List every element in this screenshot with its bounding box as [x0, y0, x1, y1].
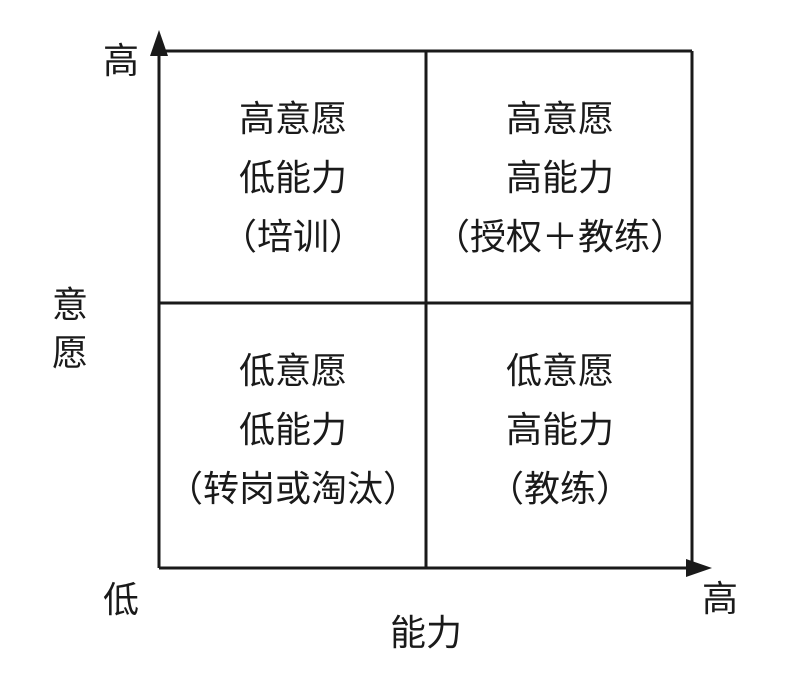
- quadrant-line: 高意愿: [505, 98, 614, 140]
- quadrant-line: 低意愿: [505, 350, 614, 392]
- quadrant-line: （教练）: [487, 468, 632, 510]
- quadrant-line: 高意愿: [238, 98, 347, 140]
- y-axis-title-char-2: 愿: [51, 333, 88, 374]
- quadrant-line: 高能力: [505, 157, 614, 199]
- quadrant-line: （转岗或淘汰）: [166, 468, 419, 510]
- quadrant-bottom-left: 低意愿 低能力 （转岗或淘汰）: [160, 304, 426, 556]
- quadrant-bottom-right: 低意愿 高能力 （教练）: [427, 304, 693, 556]
- y-axis-high-label: 高: [103, 41, 140, 82]
- origin-low-label: 低: [103, 580, 140, 621]
- x-axis-title: 能力: [390, 613, 463, 654]
- quadrant-line: （授权＋教练）: [433, 216, 686, 258]
- quadrant-line: 低能力: [238, 409, 347, 451]
- y-axis-title: 意 愿: [50, 282, 90, 378]
- quadrant-top-left: 高意愿 低能力 （培训）: [160, 52, 426, 304]
- quadrant-line: （培训）: [220, 216, 365, 258]
- y-axis-arrowhead: [150, 30, 168, 56]
- quadrant-line: 低意愿: [238, 350, 347, 392]
- x-axis-arrowhead: [686, 559, 712, 577]
- x-axis-high-label: 高: [702, 579, 739, 620]
- quadrant-line: 低能力: [238, 157, 347, 199]
- quadrant-top-right: 高意愿 高能力 （授权＋教练）: [427, 52, 693, 304]
- quadrant-line: 高能力: [505, 409, 614, 451]
- y-axis-title-char-1: 意: [51, 285, 88, 326]
